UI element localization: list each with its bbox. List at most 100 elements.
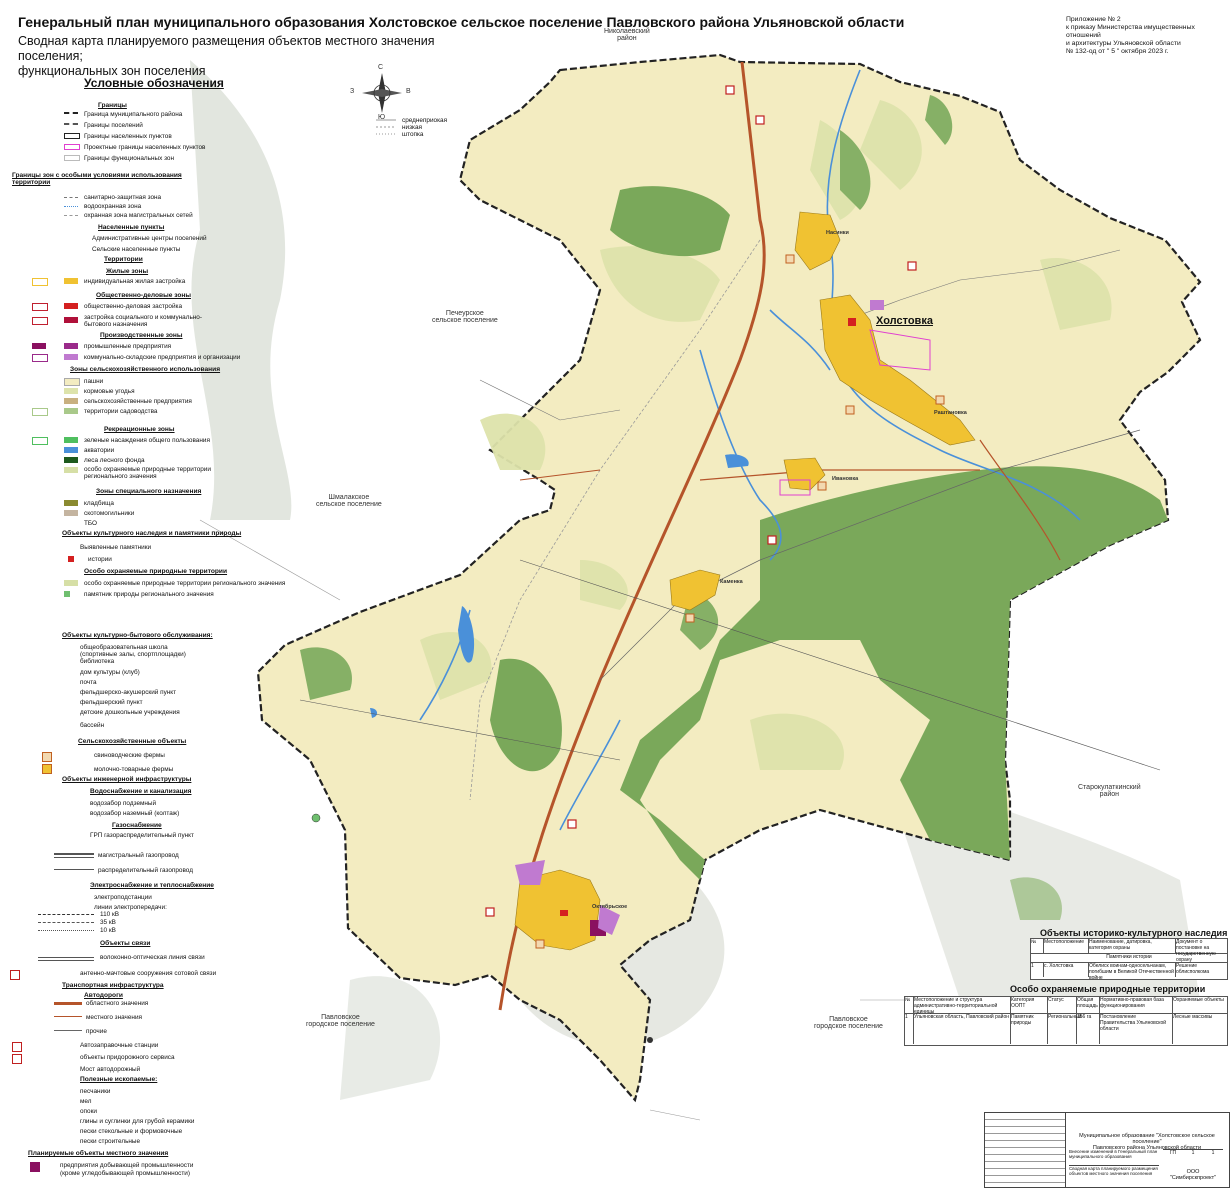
legend-item: 10 кВ (100, 927, 116, 934)
legend-item: молочно-товарные фермы (94, 766, 174, 773)
legend-title: Условные обозначения (84, 76, 224, 90)
swatch (64, 317, 78, 323)
swatch (64, 354, 78, 360)
swatch (54, 853, 94, 858)
table-header-cell: № (1031, 939, 1044, 953)
place-oktyabrskoe[interactable]: Октябрьское (592, 904, 628, 910)
place-label: сельское поселение (432, 317, 498, 324)
legend-item: особо охраняемые природные территории ре… (84, 580, 286, 587)
swatch (64, 510, 78, 516)
legend-item: истории (88, 556, 112, 563)
legend-item: песчаники (80, 1088, 111, 1095)
swatch (32, 317, 48, 325)
place-label: городское поселение (306, 1021, 375, 1028)
place-label: район (1099, 791, 1120, 798)
legend-item: магистральный газопровод (98, 852, 179, 859)
oopt-table: № Местоположение и структура администрат… (904, 996, 1228, 1046)
legend-section: Объекты культурно-бытового обслуживания: (62, 632, 213, 639)
swatch (64, 133, 80, 139)
legend-item: библиотека (80, 658, 115, 665)
forest-zones (300, 95, 1168, 920)
table-group-row: Памятники истории (1031, 954, 1227, 963)
legend-section: Зоны специального назначения (96, 488, 202, 495)
meadow-zones (420, 100, 1112, 770)
place-label: район (617, 35, 637, 42)
legend-item: линии электропередачи: (94, 904, 167, 911)
table-cell: Обелиск воинам-односельчанам, погибшим в… (1089, 963, 1176, 981)
legend-item: Граница муниципального района (84, 111, 183, 118)
table-cell: 1 (1031, 963, 1044, 977)
legend-section: Объекты связи (100, 940, 151, 947)
map-subtitle: Сводная карта планируемого размещения об… (18, 34, 488, 79)
swatch (38, 922, 94, 929)
swatch (64, 580, 78, 586)
poi-markers[interactable] (311, 85, 945, 1043)
compass-south: Ю (378, 114, 386, 121)
legend-item: водозабор подземный (90, 800, 157, 807)
legend-item: пашни (84, 378, 104, 385)
legend-section: Особо охраняемые природные территории (84, 568, 228, 575)
legend-item: прочие (86, 1028, 107, 1035)
swatch (32, 354, 48, 362)
stamp-sheets: 1 (1211, 1150, 1215, 1156)
legend-item: распределительный газопровод (98, 867, 193, 874)
roadside-service-icon (12, 1054, 22, 1064)
legend-item: Мост автодорожный (80, 1066, 141, 1073)
legend-section: Жилые зоны (106, 268, 149, 275)
lakes (370, 454, 749, 718)
legend-section: Границы зон с особыми условиями использо… (12, 172, 182, 186)
place-kholstovka[interactable]: Холстовка (876, 315, 933, 327)
kholstovka-residential (819, 294, 976, 446)
swatch (32, 343, 46, 349)
legend-item: фельдшерско-акушерский пункт (80, 689, 177, 696)
legend-item: Административные центры поселений (92, 235, 207, 242)
legend-section: Газоснабжение (112, 822, 162, 829)
table-row: 1 с. Холстовка Обелиск воинам-односельча… (1031, 963, 1227, 981)
legend-item: водозабор наземный (колтаж) (90, 810, 180, 817)
table-row: 1 Ульяновская область, Павловский район … (905, 1014, 1227, 1044)
swatch (64, 112, 78, 120)
legend-section: Планируемые объекты местного значения (28, 1150, 169, 1157)
legend-item: пески строительные (80, 1138, 141, 1145)
legend-section: Сельскохозяйственные объекты (78, 738, 187, 745)
legend-section: Объекты культурного наследия и памятники… (62, 530, 242, 537)
legend-item: электроподстанции (94, 894, 152, 901)
place-nasinki[interactable]: Насинки (826, 230, 849, 236)
legend-item: (кроме угледобывающей промышленности) (60, 1170, 190, 1177)
title-block-stamp: Муниципальное образование "Холстовское с… (984, 1112, 1230, 1188)
table-cell: 1 (905, 1014, 914, 1044)
legend-item: ГРП газораспределительный пункт (90, 832, 194, 839)
table-cell: Ульяновская область, Павловский район (914, 1014, 1011, 1044)
place-ivanovka[interactable]: Ивановка (832, 476, 859, 482)
compass-east: В (406, 88, 411, 95)
legend-section: Объекты инженерной инфраструктуры (62, 776, 192, 783)
legend-section: Рекреационные зоны (104, 426, 175, 433)
legend-item: Сельские населенные пункты (92, 246, 181, 253)
swatch (32, 303, 48, 311)
legend-item: волоконно-оптическая линия связи (100, 954, 205, 961)
stamp-org-name: Муниципальное образование "Холстовское с… (1079, 1133, 1215, 1145)
place-kamenka[interactable]: Каменка (720, 579, 743, 585)
place-label: Старокулаткинский (1078, 784, 1141, 791)
legend-item: антенно-мачтовые сооружения сотовой связ… (80, 970, 217, 977)
legend-item: коммунально-складские предприятия и орга… (84, 354, 241, 361)
legend-item: мел (80, 1098, 92, 1105)
regional-road (498, 61, 766, 1011)
table-cell: Региональный (1048, 1014, 1082, 1044)
river-legend-label: низкая (402, 124, 422, 131)
place-rashtanovka[interactable]: Раштановка (934, 410, 967, 416)
swatch (64, 155, 80, 161)
table-header-cell: № (905, 997, 914, 1013)
stamp-project: Внесение изменений в Генеральный план му… (1069, 1149, 1158, 1159)
swatch (54, 1016, 82, 1017)
table-cell: Постановление Правительства Ульяновской … (1100, 1014, 1173, 1044)
place-pechersk: Печеурское сельское поселение (432, 310, 498, 324)
legend-item: Проектные границы населенных пунктов (84, 144, 206, 151)
stamp-sheet-title: Сводная карта планируемого размещения об… (1069, 1165, 1159, 1176)
swatch (64, 303, 78, 309)
swatch (64, 500, 78, 506)
compass-north: С (378, 64, 384, 71)
swatch (32, 437, 48, 445)
